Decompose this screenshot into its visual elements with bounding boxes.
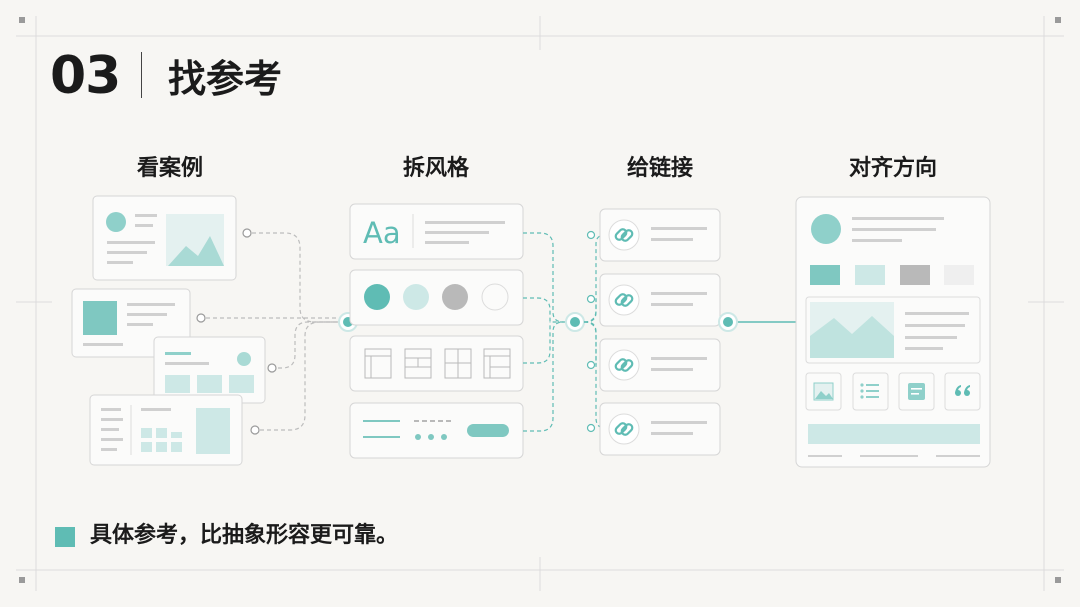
target-page (795, 196, 991, 468)
case-card-3-port (267, 363, 277, 373)
corner-mark-tr (1055, 17, 1061, 23)
title-separator (141, 52, 142, 98)
footer-bullet-square (55, 527, 75, 547)
style-card-colors (349, 269, 524, 326)
case-card-1 (92, 195, 237, 281)
case-connectors (206, 232, 340, 431)
corner-mark-tl (19, 17, 25, 23)
column-label-links: 给链接 (626, 156, 693, 181)
link-icon (614, 358, 634, 372)
section-number: 03 (50, 46, 121, 106)
section-title: 找参考 (168, 57, 283, 101)
link-card-2 (599, 273, 721, 327)
footer-note: 具体参考，比抽象形容更可靠。 (90, 523, 399, 548)
link-card-4 (599, 402, 721, 456)
column-label-style: 拆风格 (402, 156, 469, 181)
style-card-layouts (349, 335, 524, 392)
link-icon (614, 293, 634, 307)
corner-mark-bl (19, 577, 25, 583)
case-card-3 (153, 336, 266, 404)
case-card-2-port (196, 313, 206, 323)
link-card-1 (599, 208, 721, 262)
column-label-cases: 看案例 (136, 156, 203, 181)
link-icon (614, 422, 634, 436)
column-label-align: 对齐方向 (848, 156, 937, 181)
case-card-4-port (250, 425, 260, 435)
link-connectors (583, 234, 606, 429)
link-icon (614, 228, 634, 242)
style-card-typography: Aa (349, 203, 524, 260)
case-card-1-port (242, 228, 252, 238)
swatch-light-teal (403, 284, 429, 310)
hub-node-2 (565, 312, 585, 332)
swatch-teal (364, 284, 390, 310)
link-card-3 (599, 338, 721, 392)
font-sample: Aa (363, 216, 401, 250)
quote-icon (944, 372, 981, 411)
style-connectors (523, 232, 566, 432)
corner-mark-br (1055, 577, 1061, 583)
hub-node-3 (718, 312, 738, 332)
case-card-4 (89, 394, 243, 466)
style-card-components (349, 402, 524, 459)
swatch-white (481, 283, 509, 311)
swatch-gray (442, 284, 468, 310)
